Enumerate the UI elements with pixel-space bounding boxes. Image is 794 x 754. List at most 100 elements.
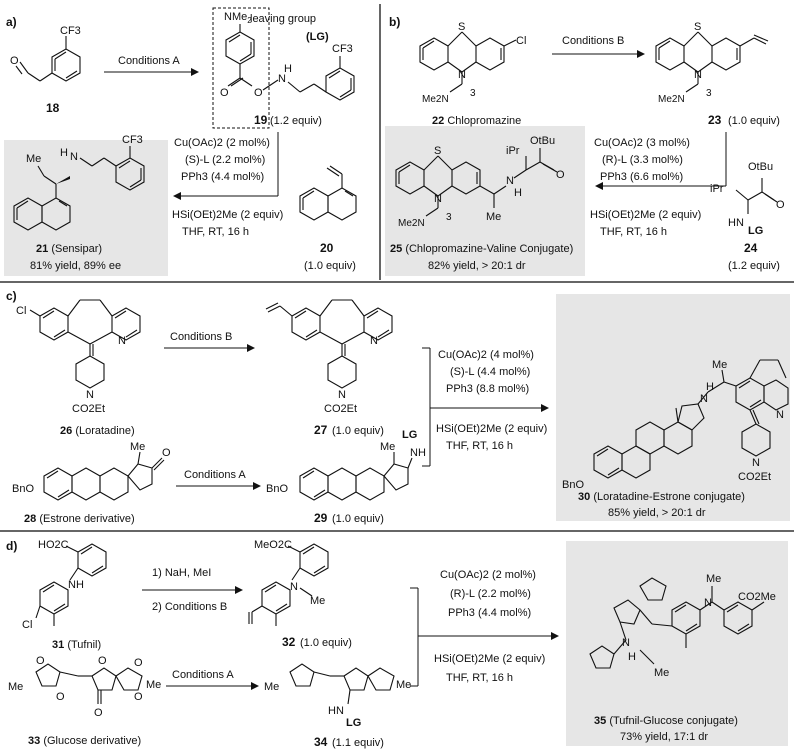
- o-25: O: [556, 169, 565, 181]
- structure-24: [735, 178, 778, 214]
- cl-31: Cl: [22, 619, 32, 631]
- me-29: Me: [380, 441, 395, 453]
- conditions-b-label: Conditions B: [562, 35, 624, 47]
- structure-35: [589, 577, 765, 669]
- compound-32-number: 32: [282, 635, 296, 649]
- n-30c: N: [752, 457, 760, 469]
- structure-28: [43, 451, 165, 501]
- panel-a: CF3 O 18 Conditions A NMe2 O O N H: [10, 7, 357, 272]
- conditions-a-d: Conditions A: [172, 669, 234, 681]
- compound-24-equiv: (1.2 equiv): [728, 260, 780, 272]
- conditions-b-c: Conditions B: [170, 331, 232, 343]
- compound-20-number: 20: [320, 241, 334, 255]
- reagent-d-1: Cu(OAc)2 (2 mol%): [440, 569, 536, 581]
- product-box-25: [385, 126, 585, 276]
- me2n-22: Me2N: [422, 94, 449, 105]
- n-35: N: [622, 637, 630, 649]
- h-25: H: [514, 187, 522, 199]
- structure-25: [395, 148, 558, 217]
- panel-label-a: a): [6, 15, 17, 29]
- s-23: S: [694, 21, 701, 33]
- sub-25: 3: [446, 212, 452, 223]
- compound-31-label: 31 (Tufnil): [52, 639, 101, 651]
- cf3-18: CF3: [60, 25, 81, 37]
- reagent-a-1: Cu(OAc)2 (2 mol%): [174, 137, 270, 149]
- compound-30-yield: 85% yield, > 20:1 dr: [608, 507, 706, 519]
- me-35b: Me: [654, 667, 669, 679]
- structure-32: [248, 543, 329, 626]
- compound-23-equiv: (1.0 equiv): [728, 115, 780, 127]
- reagent-d-5: THF, RT, 16 h: [446, 672, 513, 684]
- compound-26-label: 26 (Loratadine): [60, 425, 135, 437]
- compound-34-equiv: (1.1 equiv): [332, 737, 384, 749]
- n-27: N: [370, 335, 378, 347]
- sub-22: 3: [470, 88, 476, 99]
- compound-27-number: 27: [314, 423, 328, 437]
- meo2c-32: MeO2C: [254, 539, 292, 551]
- panel-label-b: b): [389, 15, 400, 29]
- n-32: N: [290, 581, 298, 593]
- o-33f: O: [94, 707, 103, 719]
- bno-30: BnO: [562, 479, 584, 491]
- bno-29: BnO: [266, 483, 288, 495]
- h-35: H: [628, 651, 636, 663]
- o-33c: O: [98, 655, 107, 667]
- o-24: O: [776, 199, 785, 211]
- panel-c: Cl N N CO2Et 26 (Loratadine) Conditions …: [12, 299, 789, 525]
- compound-21-label: 21 (Sensipar): [36, 243, 102, 255]
- me2n-25: Me2N: [398, 218, 425, 229]
- reagent-d-2: (R)-L (2.2 mol%): [450, 588, 531, 600]
- h-21: H: [60, 147, 68, 159]
- structure-23: [655, 31, 769, 93]
- aldehyde-o-18: O: [10, 55, 19, 67]
- o-33e: O: [134, 691, 143, 703]
- ho2c-31: HO2C: [38, 539, 69, 551]
- structure-30: [593, 359, 789, 479]
- compound-30-label: 30 (Loratadine-Estrone conjugate): [578, 491, 745, 503]
- compound-32-equiv: (1.0 equiv): [300, 637, 352, 649]
- carbonyl-o-19: O: [220, 87, 229, 99]
- otbu-25: OtBu: [530, 135, 555, 147]
- compound-19-equiv: (1.2 equiv): [270, 115, 322, 127]
- step-1: 1) NaH, MeI: [152, 567, 211, 579]
- panel-d: HO2C NH Cl 31 (Tufnil) 1) NaH, MeI 2) Co…: [8, 539, 776, 749]
- structure-33: [35, 663, 143, 704]
- compound-20-equiv: (1.0 equiv): [304, 260, 356, 272]
- n-25b: N: [506, 175, 514, 187]
- nme2-19: NMe2: [224, 11, 252, 25]
- structure-18: CF3 O: [10, 25, 81, 82]
- step-2: 2) Conditions B: [152, 601, 227, 613]
- leaving-group-box: [212, 7, 270, 129]
- compound-25-label: 25 (Chlopromazine-Valine Conjugate): [390, 243, 573, 255]
- product-box-21: [4, 140, 168, 276]
- structure-19: NMe2 O O N H CF3: [220, 11, 355, 101]
- n-30b: N: [776, 409, 784, 421]
- n-22: N: [458, 69, 466, 81]
- sub-23: 3: [706, 88, 712, 99]
- reagent-d-4: HSi(OEt)2Me (2 equiv): [434, 653, 545, 665]
- structure-34: [289, 663, 395, 705]
- n-19: N: [278, 73, 286, 85]
- cf3-21: CF3: [122, 134, 143, 146]
- me-33a: Me: [8, 681, 23, 693]
- h-19: H: [284, 63, 292, 75]
- co2et-26: CO2Et: [72, 403, 105, 415]
- n-35b: N: [704, 597, 712, 609]
- reagent-c-2: (S)-L (4.4 mol%): [450, 366, 530, 378]
- cf3-19: CF3: [332, 43, 353, 55]
- compound-35-label: 35 (Tufnil-Glucose conjugate): [594, 715, 738, 727]
- n-30: N: [700, 393, 708, 405]
- me-34a: Me: [264, 681, 279, 693]
- co2me-35: CO2Me: [738, 591, 776, 603]
- me-21: Me: [26, 153, 41, 165]
- co2et-30: CO2Et: [738, 471, 771, 483]
- cl-26: Cl: [16, 305, 26, 317]
- h-30: H: [706, 381, 714, 393]
- reagent-b-5: THF, RT, 16 h: [600, 226, 667, 238]
- reagent-c-1: Cu(OAc)2 (4 mol%): [438, 349, 534, 361]
- s-25: S: [434, 145, 441, 157]
- reagent-b-2: (R)-L (3.3 mol%): [602, 154, 683, 166]
- compound-34-number: 34: [314, 735, 328, 749]
- me-33b: Me: [146, 679, 161, 691]
- product-box-35: [566, 541, 788, 746]
